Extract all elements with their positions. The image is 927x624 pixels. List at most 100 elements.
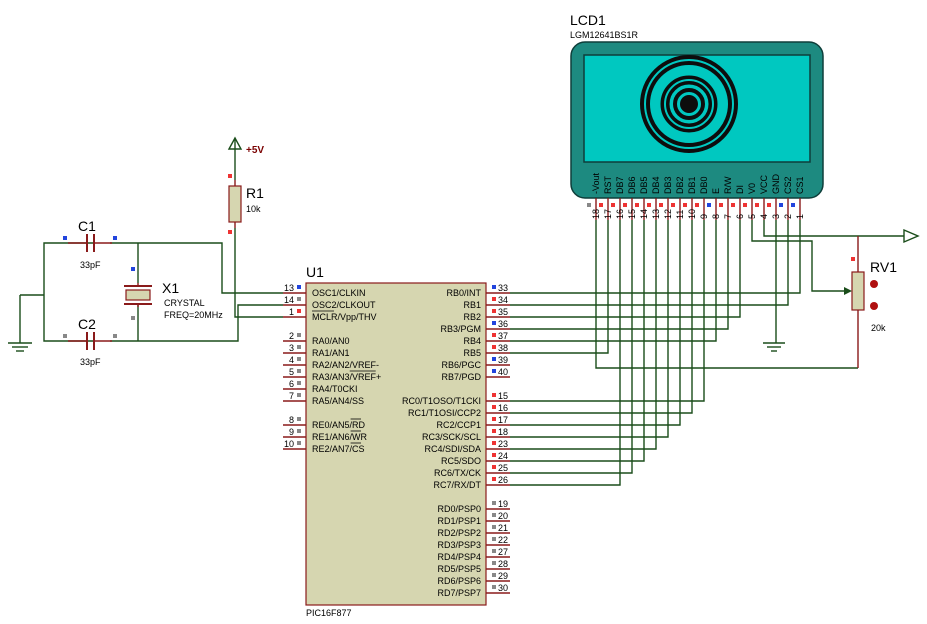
mcu-pin-label: RD6/PSP6 bbox=[437, 576, 481, 586]
mcu-pin-marker bbox=[492, 393, 496, 397]
lcd-pin-label: DB1 bbox=[687, 176, 697, 194]
mcu-pin-number: 7 bbox=[289, 391, 294, 401]
mcu-pin-marker bbox=[492, 477, 496, 481]
mcu-pin-marker bbox=[297, 333, 301, 337]
lcd-pin-marker bbox=[779, 203, 783, 207]
lcd-pin-marker bbox=[599, 203, 603, 207]
mcu-pin-label: RC1/T1OSI/CCP2 bbox=[408, 408, 481, 418]
u1-part: PIC16F877 bbox=[306, 608, 352, 618]
lcd-pin-marker bbox=[623, 203, 627, 207]
mcu-pin-number: 29 bbox=[498, 571, 508, 581]
mcu-pin-number: 22 bbox=[498, 535, 508, 545]
mcu-pin-label: RB4 bbox=[463, 336, 481, 346]
lcd-pin-number: 12 bbox=[663, 209, 673, 219]
lcd-pin-label: DB2 bbox=[675, 176, 685, 194]
mcu-pin-number: 20 bbox=[498, 511, 508, 521]
mcu-pin-marker bbox=[492, 405, 496, 409]
mcu-pin-number: 8 bbox=[289, 415, 294, 425]
mcu-pin-number: 34 bbox=[498, 295, 508, 305]
x1-type: CRYSTAL bbox=[164, 298, 205, 308]
resistor-r1[interactable]: R1 10k bbox=[228, 174, 264, 234]
mcu-pin-marker bbox=[492, 321, 496, 325]
mcu-pin-number: 16 bbox=[498, 403, 508, 413]
lcd-circle-graphic bbox=[640, 55, 738, 153]
capacitor-c1[interactable]: C1 33pF bbox=[63, 218, 117, 270]
power-terminal: +5V bbox=[227, 136, 264, 156]
lcd-pin-marker bbox=[755, 203, 759, 207]
mcu-pin-label: RA2/AN2/VREF- bbox=[312, 360, 379, 370]
mcu-pin-number: 33 bbox=[498, 283, 508, 293]
r1-value: 10k bbox=[246, 204, 261, 214]
mcu-pin-number: 17 bbox=[498, 415, 508, 425]
ground-symbol-lcd bbox=[763, 342, 785, 352]
lcd-pin-label: DI bbox=[735, 185, 745, 194]
mcu-pin-marker bbox=[297, 441, 301, 445]
mcu-pin-marker bbox=[492, 285, 496, 289]
c1-value: 33pF bbox=[80, 260, 101, 270]
mcu-pin-marker bbox=[492, 537, 496, 541]
mcu-pin-marker bbox=[492, 309, 496, 313]
mcu-pin-marker bbox=[297, 345, 301, 349]
mcu-pin-marker bbox=[492, 525, 496, 529]
mcu-pin-number: 1 bbox=[289, 307, 294, 317]
mcu-pin-marker bbox=[492, 333, 496, 337]
mcu-pin-number: 3 bbox=[289, 343, 294, 353]
x1-ref: X1 bbox=[162, 280, 179, 296]
mcu-pin-label: RD5/PSP5 bbox=[437, 564, 481, 574]
lcd-pins: -Vout18RST17DB716DB615DB514DB413DB312DB2… bbox=[587, 172, 805, 220]
mcu-pin-label: RB3/PGM bbox=[440, 324, 481, 334]
mcu-pin-number: 27 bbox=[498, 547, 508, 557]
lcd-pin-label: DB7 bbox=[615, 176, 625, 194]
mcu-pin-label: RC7/RX/DT bbox=[433, 480, 481, 490]
lcd-pin-marker bbox=[791, 203, 795, 207]
mcu-pin-number: 5 bbox=[289, 367, 294, 377]
mcu-pin-label: RB1 bbox=[463, 300, 481, 310]
mcu-pin-number: 10 bbox=[284, 439, 294, 449]
c2-ref: C2 bbox=[78, 316, 96, 332]
mcu-pin-marker bbox=[492, 441, 496, 445]
mcu-pin-marker bbox=[492, 429, 496, 433]
lcd-pin-marker bbox=[731, 203, 735, 207]
lcd-pin-number: 7 bbox=[723, 214, 733, 219]
lcd-module[interactable]: LCD1 LGM12641BS1R -Vout18RST17DB716DB615… bbox=[570, 12, 824, 220]
lcd-pin-marker bbox=[767, 203, 771, 207]
mcu-pin-label: RC2/CCP1 bbox=[436, 420, 481, 430]
mcu-pin-label: RC6/TX/CK bbox=[434, 468, 481, 478]
power-terminal-right bbox=[858, 228, 920, 244]
mcu-pin-marker bbox=[492, 501, 496, 505]
mcu-pin-marker bbox=[297, 381, 301, 385]
lcd-pin-label: DB3 bbox=[663, 176, 673, 194]
capacitor-c2[interactable]: C2 33pF bbox=[63, 316, 117, 367]
lcd-pin-number: 15 bbox=[627, 209, 637, 219]
lcd-pin-label: CS1 bbox=[795, 176, 805, 194]
mcu-pin-number: 39 bbox=[498, 355, 508, 365]
lcd-pin-number: 2 bbox=[783, 214, 793, 219]
mcu-pin-label: RD3/PSP3 bbox=[437, 540, 481, 550]
mcu-pin-number: 30 bbox=[498, 583, 508, 593]
mcu-pin-marker bbox=[297, 393, 301, 397]
mcu-pin-marker bbox=[492, 465, 496, 469]
lcd-pin-label: GND bbox=[771, 174, 781, 195]
rv1-decrease-icon[interactable] bbox=[870, 302, 878, 310]
ground-symbol-left bbox=[8, 342, 32, 352]
lcd-pin-marker bbox=[611, 203, 615, 207]
mcu-pin-marker bbox=[297, 417, 301, 421]
mcu-pin-marker bbox=[492, 585, 496, 589]
mcu-pin-marker bbox=[297, 285, 301, 289]
rv1-increase-icon[interactable] bbox=[870, 280, 878, 288]
lcd-pin-label: CS2 bbox=[783, 176, 793, 194]
wires bbox=[19, 150, 283, 343]
mcu-pin-number: 26 bbox=[498, 475, 508, 485]
mcu-pin-label: RC3/SCK/SCL bbox=[422, 432, 481, 442]
mcu-pin-number: 21 bbox=[498, 523, 508, 533]
crystal-x1[interactable]: X1 CRYSTAL FREQ=20MHz bbox=[124, 267, 223, 320]
mcu-pin-number: 15 bbox=[498, 391, 508, 401]
potentiometer-rv1[interactable]: RV1 20k bbox=[844, 236, 897, 368]
lcd-ref: LCD1 bbox=[570, 12, 606, 28]
mcu-pin-number: 28 bbox=[498, 559, 508, 569]
mcu-pin-label: RE2/AN7/CS bbox=[312, 444, 365, 454]
mcu-pin-marker bbox=[492, 549, 496, 553]
